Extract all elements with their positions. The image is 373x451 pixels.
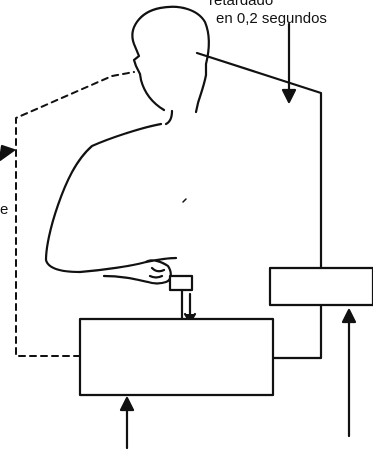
shoulder-to-right-box-line bbox=[195, 51, 323, 360]
lower-box-up-arrowhead bbox=[119, 396, 135, 412]
right-box bbox=[268, 266, 373, 307]
neck-nerve-line bbox=[164, 109, 174, 126]
right-box-up-arrowhead bbox=[341, 308, 357, 324]
small-tick bbox=[182, 198, 187, 203]
dashed-feedback-path bbox=[15, 71, 135, 357]
head-outline bbox=[131, 5, 210, 114]
annotation-arrowhead bbox=[281, 88, 297, 104]
arm-outline bbox=[44, 122, 178, 274]
left-edge-arrowhead bbox=[0, 144, 16, 162]
left-label-fragment: e bbox=[0, 201, 9, 218]
annotation-line2: en 0,2 segundos bbox=[216, 10, 327, 27]
annotation-line1: retardado bbox=[209, 0, 274, 9]
press-button bbox=[168, 274, 194, 292]
lower-box bbox=[78, 317, 275, 397]
hand bbox=[102, 259, 172, 285]
